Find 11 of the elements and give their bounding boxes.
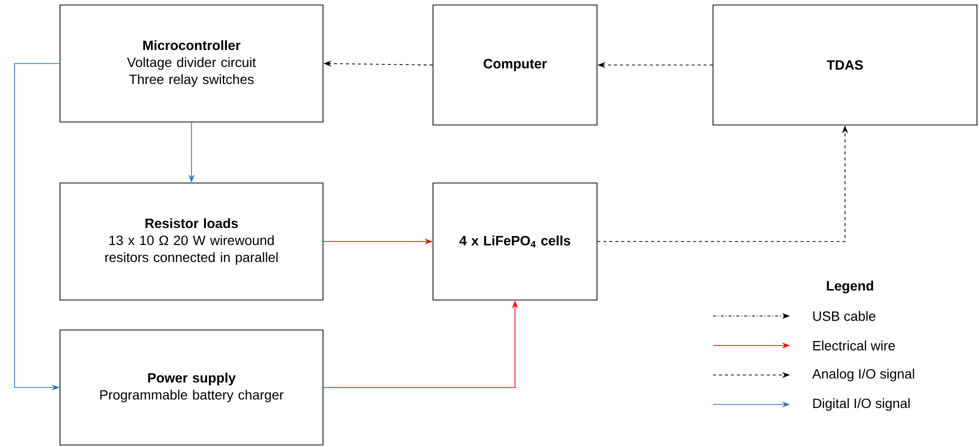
block-box: Resistor loads 13 x 10 Ω 20 W wirewound resitors connected in parallel bbox=[60, 182, 324, 300]
legend-text: Electrical wire bbox=[813, 340, 895, 350]
legend-title: Legend bbox=[826, 280, 874, 294]
block-box: Power supply Programmable battery charger bbox=[60, 330, 324, 446]
block-box: 4 x LiFePO$_{4}$ cells bbox=[432, 182, 598, 300]
block-box: Microcontroller Voltage divider circuit Three relay switches bbox=[60, 4, 324, 122]
legend-text: Digital I/O signal bbox=[813, 398, 910, 411]
block-box: Computer bbox=[432, 4, 598, 126]
legend-text: USB cable bbox=[813, 311, 876, 321]
block-box: TDAS bbox=[712, 4, 978, 126]
legend-text: Analog I/O signal bbox=[812, 368, 914, 382]
